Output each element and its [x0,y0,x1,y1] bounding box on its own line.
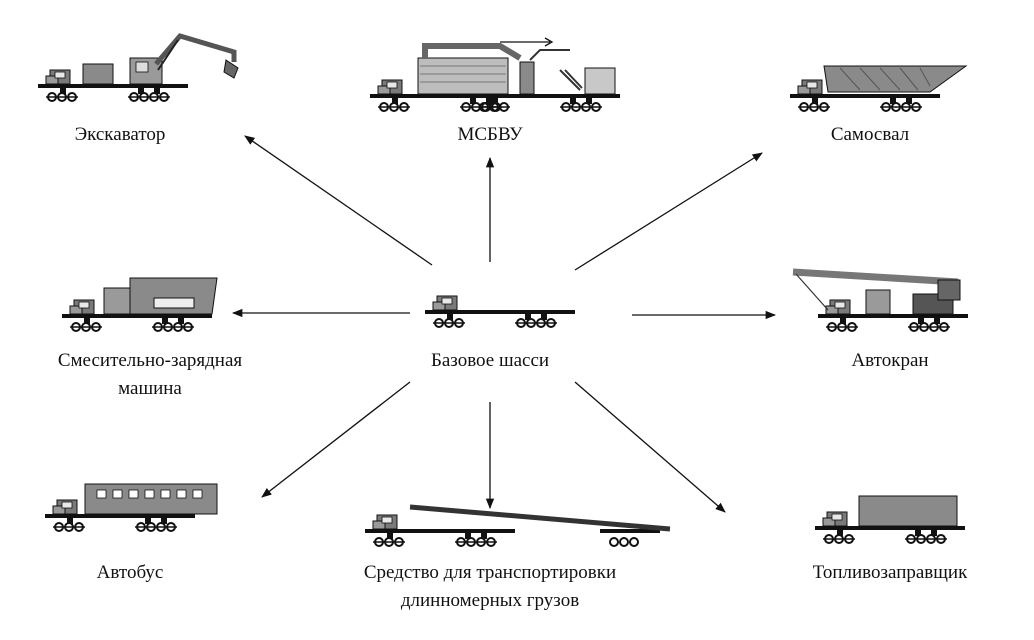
msbvu-illustration [369,37,621,112]
dump-truck-illustration [789,65,968,112]
bus-illustration [44,483,218,532]
long-cargo-transport-label-line1: Средство для транспортировки [363,562,617,583]
long-cargo-transport-illustration [364,504,671,547]
long-cargo-transport-label-line2: длинномерных грузов [400,590,580,611]
base-chassis-illustration [424,295,576,328]
bus-label: Автобус [96,562,164,583]
truck-crane-label: Автокран [851,350,929,371]
fuel-tanker-illustration [814,495,966,544]
arrow-to-fuel-tanker [574,381,726,513]
dump-truck-label: Самосвал [830,124,910,145]
fuel-tanker-label: Топливозаправщик [812,562,968,583]
arrow-to-excavator [244,135,433,266]
msbvu-label: МСБВУ [457,124,523,145]
mixing-charging-machine-illustration [61,277,218,332]
mixing-charging-machine-label-line1: Смесительно-зарядная [57,350,243,371]
center-label: Базовое шасси [430,350,550,371]
arrow-to-bus [261,381,411,498]
mixing-charging-machine-label-line2: машина [118,378,182,399]
truck-crane-illustration [792,268,969,332]
excavator-illustration [37,33,239,102]
excavator-label: Экскаватор [74,124,166,145]
arrow-to-dump-truck [574,152,763,271]
arrows [231,135,777,513]
